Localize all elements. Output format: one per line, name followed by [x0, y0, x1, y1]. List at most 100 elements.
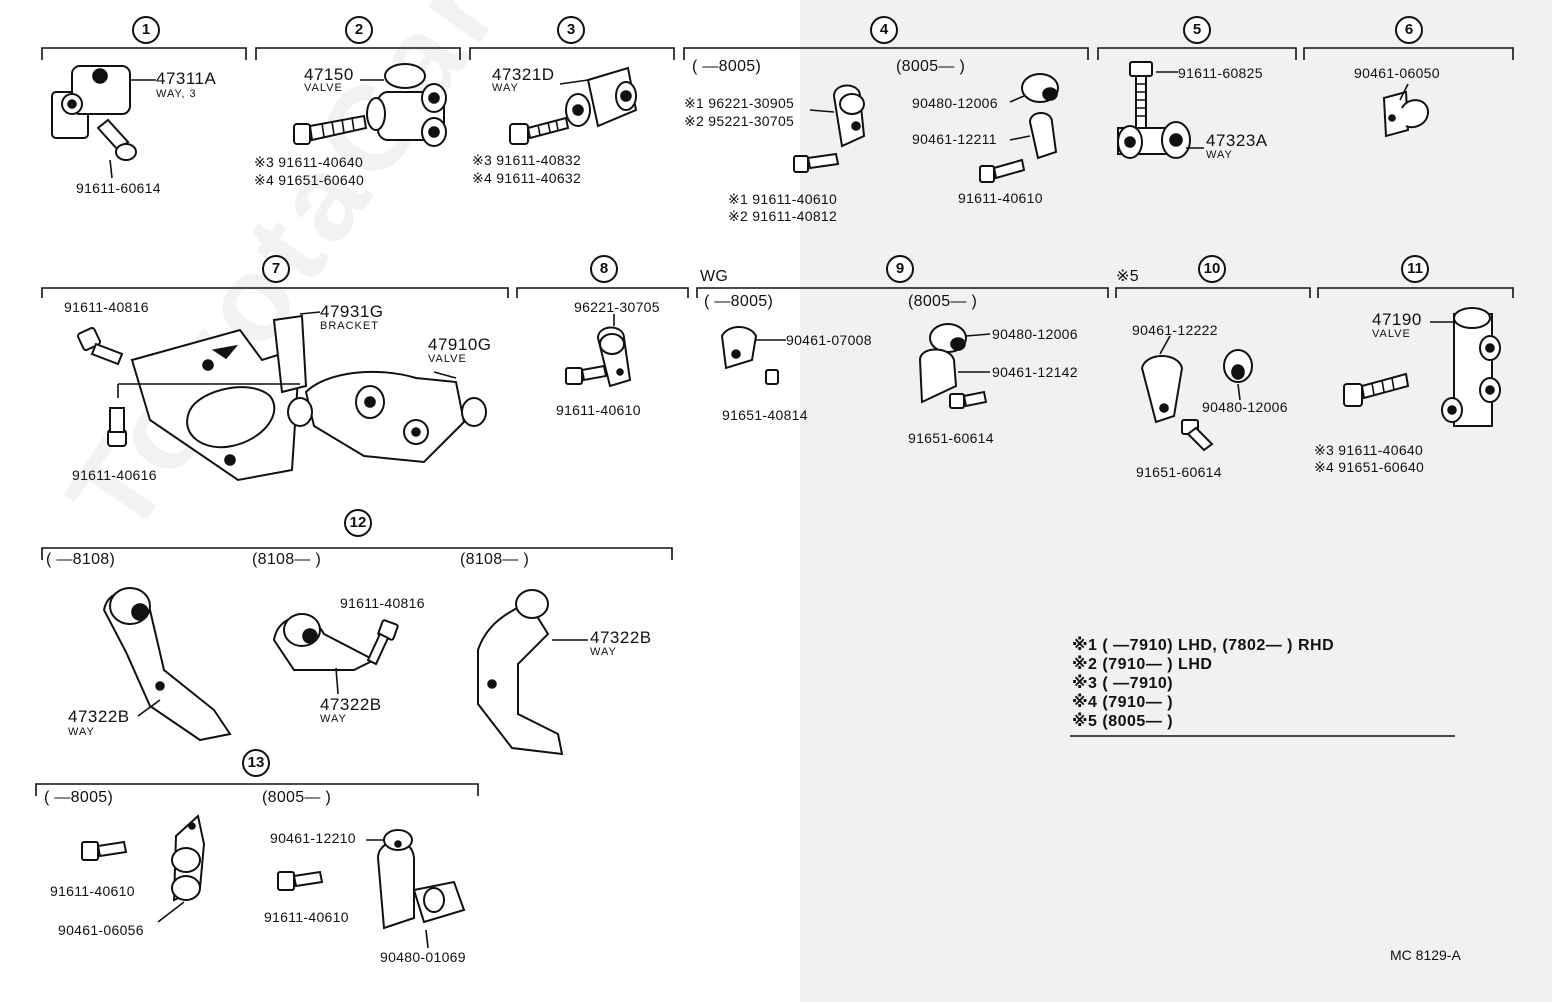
part-number-label: 90461-07008: [786, 332, 872, 348]
part-desc-label: BRACKET: [320, 320, 379, 332]
part-number-label: ※2 91611-40812: [728, 208, 838, 224]
date-range-label: ( —8005): [692, 58, 762, 75]
part-group-4: [793, 73, 1059, 183]
part-number-label: 47322B: [590, 628, 652, 647]
date-range-label: (8005— ): [896, 58, 966, 75]
date-range-label: (8005— ): [262, 789, 332, 806]
part-90461-06050: [1382, 83, 1430, 138]
part-number-label: 90461-12142: [992, 364, 1078, 380]
section-number-7: 7: [262, 255, 290, 283]
part-group-7: [77, 311, 487, 482]
part-number-label: 47321D: [492, 65, 555, 84]
part-number-label: 90461-12210: [270, 830, 356, 846]
part-number-label: ※1 91611-40610: [728, 191, 838, 207]
section-brackets: [35, 47, 1514, 796]
part-number-label: 91651-60614: [1136, 464, 1222, 480]
section-number-2: 2: [345, 16, 373, 44]
section-prefix: WG: [700, 268, 729, 285]
part-desc-label: WAY: [590, 646, 617, 658]
part-number-label: 90461-12222: [1132, 322, 1218, 338]
part-number-label: ※4 91651-60640: [254, 172, 365, 188]
section-prefix: ※5: [1116, 268, 1139, 285]
part-number-label: 91611-40816: [64, 299, 149, 315]
part-desc-label: VALVE: [1372, 328, 1411, 340]
part-desc-label: VALVE: [304, 82, 343, 94]
part-desc-label: WAY: [68, 726, 95, 738]
footnote-3: ※3 ( —7910): [1072, 675, 1174, 692]
part-group-8: [565, 314, 632, 388]
diagram-code: MC 8129-A: [1390, 947, 1461, 963]
part-47190-valve: [1343, 307, 1501, 427]
part-number-label: 90480-12006: [1202, 399, 1288, 415]
part-47311A: [51, 65, 156, 179]
part-number-label: 91611-60825: [1178, 65, 1263, 81]
part-number-label: ※3 91611-40640: [1314, 442, 1424, 458]
part-number-label: ※3 91611-40640: [254, 154, 364, 170]
part-number-label: 47323A: [1206, 131, 1268, 150]
part-number-label: 90480-12006: [912, 95, 998, 111]
part-47150-valve: [293, 63, 447, 147]
part-number-label: ※2 95221-30705: [684, 113, 795, 129]
section-number-8: 8: [590, 255, 618, 283]
date-range-label: ( —8108): [46, 551, 116, 568]
part-number-label: 90461-06056: [58, 922, 144, 938]
section-number-1: 1: [132, 16, 160, 44]
part-number-label: 47910G: [428, 335, 492, 354]
part-number-label: 91611-40610: [958, 190, 1043, 206]
part-47323A-way: [1117, 61, 1204, 159]
footnote-5: ※5 (8005— ): [1072, 713, 1174, 730]
part-number-label: ※1 96221-30905: [684, 95, 795, 111]
footnote-4: ※4 (7910— ): [1072, 694, 1174, 711]
footnote-1: ※1 ( —7910) LHD, (7802— ) RHD: [1072, 637, 1335, 654]
section-number-3: 3: [557, 16, 585, 44]
section-number-13: 13: [242, 749, 270, 777]
part-number-label: 47931G: [320, 302, 384, 321]
part-desc-label: VALVE: [428, 353, 467, 365]
part-number-label: ※4 91651-60640: [1314, 459, 1425, 475]
part-number-label: 90461-12211: [912, 131, 997, 147]
part-group-12: [102, 587, 588, 756]
date-range-label: ( —8005): [704, 293, 774, 310]
part-number-label: 91611-60614: [76, 180, 161, 196]
date-range-label: (8108— ): [460, 551, 530, 568]
section-number-6: 6: [1395, 16, 1423, 44]
part-group-10: [1140, 335, 1253, 452]
section-number-4: 4: [870, 16, 898, 44]
section-number-10: 10: [1198, 255, 1226, 283]
section-number-5: 5: [1183, 16, 1211, 44]
part-group-13: [81, 814, 466, 949]
date-range-label: ( —8005): [44, 789, 114, 806]
part-number-label: 91611-40610: [264, 909, 349, 925]
part-group-9: [720, 323, 991, 409]
part-number-label: 91651-60614: [908, 430, 994, 446]
part-number-label: ※4 91611-40632: [472, 170, 582, 186]
part-number-label: 47150: [304, 65, 354, 84]
part-number-label: 47311A: [156, 69, 217, 88]
section-number-12: 12: [344, 509, 372, 537]
part-desc-label: WAY: [320, 713, 347, 725]
section-number-9: 9: [886, 255, 914, 283]
section-number-11: 11: [1401, 255, 1429, 283]
part-number-label: 47322B: [320, 695, 382, 714]
part-47321D-way: [509, 66, 638, 145]
part-desc-label: WAY: [492, 82, 519, 94]
part-desc-label: WAY, 3: [156, 88, 197, 100]
part-number-label: 91611-40816: [340, 595, 425, 611]
part-number-label: 96221-30705: [574, 299, 660, 315]
part-number-label: 47190: [1372, 310, 1422, 329]
part-desc-label: WAY: [1206, 149, 1233, 161]
part-number-label: ※3 91611-40832: [472, 152, 582, 168]
date-range-label: (8005— ): [908, 293, 978, 310]
part-number-label: 90461-06050: [1354, 65, 1440, 81]
part-number-label: 90480-01069: [380, 949, 466, 965]
part-number-label: 47322B: [68, 707, 130, 726]
part-number-label: 91611-40610: [556, 402, 641, 418]
footnote-2: ※2 (7910— ) LHD: [1072, 656, 1213, 673]
part-number-label: 91651-40814: [722, 407, 808, 423]
part-number-label: 91611-40616: [72, 467, 157, 483]
part-number-label: 90480-12006: [992, 326, 1078, 342]
date-range-label: (8108— ): [252, 551, 322, 568]
part-number-label: 91611-40610: [50, 883, 135, 899]
